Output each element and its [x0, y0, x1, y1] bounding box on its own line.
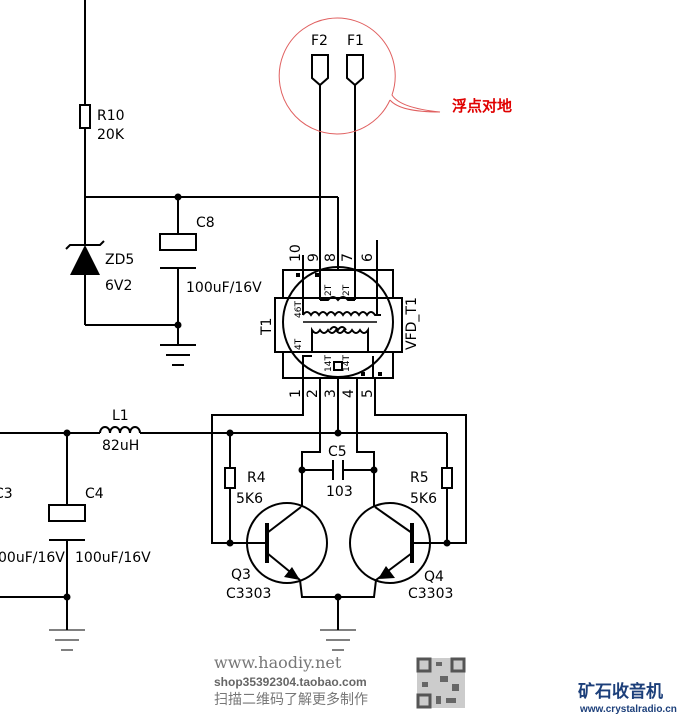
pin-label: 7 — [340, 253, 356, 262]
winding-label: 2T — [342, 284, 352, 296]
filament-connectors: F2 F1 浮点对地 — [278, 17, 512, 135]
r5-value: 5K6 — [410, 491, 437, 507]
winding-label: 2T — [324, 284, 334, 296]
ground-symbol — [160, 344, 196, 366]
inductor-l1: L1 82uH — [99, 408, 141, 454]
pin-label: 4 — [341, 389, 357, 398]
wires-upper — [84, 0, 378, 345]
resistor-r5: R5 5K6 — [410, 467, 453, 507]
q3-value: C3303 — [226, 586, 271, 602]
pin-label: 3 — [323, 389, 339, 398]
capacitor-c8: C8 100uF/16V — [159, 215, 262, 296]
watermark-shop: shop35392304.taobao.com — [214, 675, 367, 689]
pin-label: 9 — [306, 253, 322, 262]
f2-label: F2 — [311, 33, 328, 49]
transistor-q3: Q3 C3303 — [226, 502, 328, 602]
r5-label: R5 — [410, 470, 429, 486]
transistor-q4: Q4 C3303 — [349, 502, 453, 602]
pin-label: 10 — [288, 244, 304, 262]
q4-value: C3303 — [408, 586, 453, 602]
l1-value: 82uH — [102, 438, 139, 454]
c8-value: 100uF/16V — [186, 280, 262, 296]
junction — [174, 321, 182, 329]
c4-value: 100uF/16V — [75, 550, 151, 566]
winding-label: 46T — [294, 301, 304, 318]
pin-label: 2 — [305, 389, 321, 398]
zd5-value: 6V2 — [105, 278, 132, 294]
r4-label: R4 — [247, 470, 266, 486]
capacitor-c4: C3 C4 00uF/16V 100uF/16V — [0, 486, 151, 566]
c5-label: C5 — [328, 444, 347, 460]
winding-label: 4T — [294, 338, 304, 350]
r10-label: R10 — [97, 108, 125, 124]
winding-label: 14T — [324, 355, 334, 372]
c3-value: 00uF/16V — [0, 550, 65, 566]
junction — [174, 193, 182, 201]
watermark-site: www.haodiy.net — [214, 653, 342, 672]
pin-label: 6 — [360, 253, 376, 262]
zener-zd5: ZD5 6V2 — [65, 240, 134, 294]
resistor-r10: R10 20K — [79, 104, 125, 143]
pin-label: 8 — [323, 253, 339, 262]
watermark: www.haodiy.net shop35392304.taobao.com 扫… — [214, 653, 677, 715]
t1-label: T1 — [259, 318, 275, 336]
zd5-label: ZD5 — [105, 252, 134, 268]
pin-label: 5 — [360, 389, 376, 398]
ground-symbol — [49, 629, 356, 651]
l1-label: L1 — [112, 408, 129, 424]
r4-value: 5K6 — [236, 491, 263, 507]
winding-label: 14T — [342, 355, 352, 372]
qr-code — [416, 657, 466, 709]
c5-value: 103 — [326, 484, 353, 500]
t1-model: VFD_T1 — [404, 297, 420, 350]
c3-label: C3 — [0, 486, 13, 502]
capacitor-c5: C5 103 — [326, 444, 353, 500]
f1-label: F1 — [347, 33, 364, 49]
q3-label: Q3 — [231, 567, 251, 583]
c8-label: C8 — [196, 215, 215, 231]
float-ground-note: 浮点对地 — [452, 97, 512, 115]
watermark-scan: 扫描二维码了解更多制作 — [214, 691, 368, 708]
r10-value: 20K — [97, 127, 125, 143]
resistor-r4: R4 5K6 — [224, 467, 266, 507]
logo-text: 矿石收音机 — [578, 681, 663, 702]
c4-label: C4 — [85, 486, 104, 502]
transformer-t1: 46T 2T 2T 4T 14T 14T T1 VFD_T1 10 9 8 7 … — [259, 244, 420, 398]
q4-label: Q4 — [424, 569, 444, 585]
pin-label: 1 — [288, 389, 304, 398]
logo-url: www.crystalradio.cn — [579, 704, 677, 715]
junctions — [63, 429, 451, 601]
